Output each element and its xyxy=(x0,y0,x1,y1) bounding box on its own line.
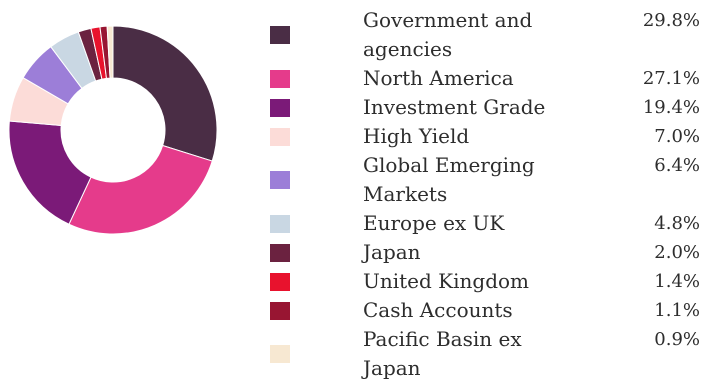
legend-value: 29.8% xyxy=(642,10,700,31)
legend-label: Global Emerging Markets xyxy=(363,153,535,206)
legend-value: 1.1% xyxy=(654,300,700,321)
legend-label: United Kingdom xyxy=(363,269,529,293)
legend-value: 6.4% xyxy=(654,155,700,176)
legend-item: Pacific Basin ex Japan 0.9% xyxy=(270,325,710,383)
legend-swatch xyxy=(270,215,290,233)
donut-slice xyxy=(106,25,114,79)
legend-label: Cash Accounts xyxy=(363,298,513,322)
legend-item: Investment Grade 19.4% xyxy=(270,93,710,122)
legend-label: Pacific Basin ex Japan xyxy=(363,327,522,380)
legend-swatch xyxy=(270,171,290,189)
legend-label: North America xyxy=(363,66,514,90)
legend-swatch xyxy=(270,244,290,262)
legend-item: Government and agencies 29.8% xyxy=(270,6,710,64)
legend-value: 0.9% xyxy=(654,329,700,350)
legend-label: Europe ex UK xyxy=(363,211,505,235)
legend-item: United Kingdom 1.4% xyxy=(270,267,710,296)
legend-item: Global Emerging Markets 6.4% xyxy=(270,151,710,209)
legend-swatch xyxy=(270,70,290,88)
legend-value: 1.4% xyxy=(654,271,700,292)
donut-slice xyxy=(112,25,218,162)
legend-swatch xyxy=(270,273,290,291)
legend-swatch xyxy=(270,128,290,146)
legend-label: Japan xyxy=(363,240,421,264)
legend-swatch xyxy=(270,26,290,44)
legend-swatch xyxy=(270,345,290,363)
legend-label: Government and agencies xyxy=(363,8,533,61)
legend-value: 19.4% xyxy=(642,97,700,118)
legend-item: North America 27.1% xyxy=(270,64,710,93)
legend-swatch xyxy=(270,302,290,320)
legend-item: Japan 2.0% xyxy=(270,238,710,267)
legend-item: Europe ex UK 4.8% xyxy=(270,209,710,238)
legend-value: 27.1% xyxy=(642,68,700,89)
legend-swatch xyxy=(270,99,290,117)
legend-value: 7.0% xyxy=(654,126,700,147)
donut-chart-container xyxy=(0,0,230,250)
legend-label: High Yield xyxy=(363,124,470,148)
donut-chart xyxy=(8,25,218,235)
legend-label: Investment Grade xyxy=(363,95,546,119)
donut-slice xyxy=(68,144,213,235)
legend-value: 4.8% xyxy=(654,213,700,234)
chart-legend: Government and agencies 29.8% North Americ… xyxy=(270,6,710,383)
legend-value: 2.0% xyxy=(654,242,700,263)
legend-item: High Yield 7.0% xyxy=(270,122,710,151)
legend-item: Cash Accounts 1.1% xyxy=(270,296,710,325)
